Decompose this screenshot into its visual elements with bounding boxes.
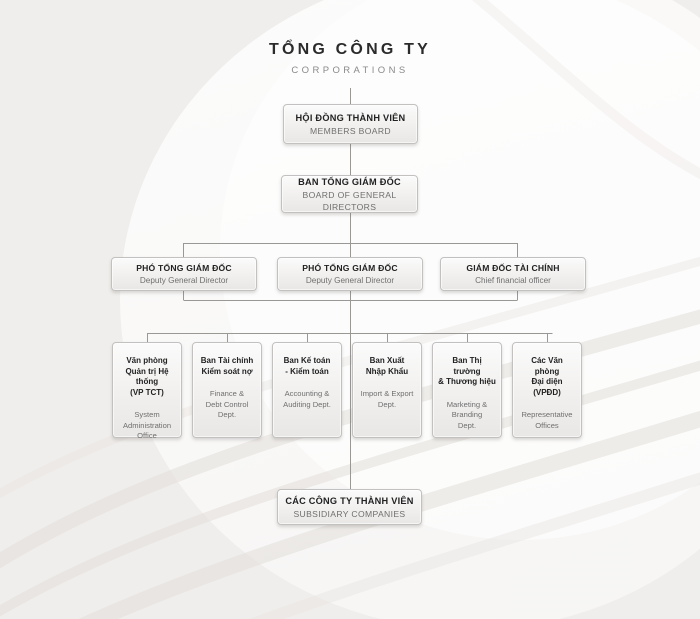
node-label-vi: BAN TỔNG GIÁM ĐỐC (298, 176, 401, 187)
node-deputy-general-director-2[interactable]: PHÓ TỔNG GIÁM ĐỐC Deputy General Directo… (277, 257, 423, 291)
node-label-vi: GIÁM ĐỐC TÀI CHÍNH (466, 262, 560, 273)
page-subtitle: CORPORATIONS (291, 65, 409, 76)
node-label-en: BOARD OF GENERAL DIRECTORS (302, 189, 397, 212)
node-chief-financial-officer[interactable]: GIÁM ĐỐC TÀI CHÍNH Chief financial offic… (440, 257, 586, 291)
node-label-vi: PHÓ TỔNG GIÁM ĐỐC (136, 262, 232, 273)
node-label-en: Deputy General Director (139, 275, 229, 285)
node-label-en: MEMBERS BOARD (310, 125, 391, 136)
node-label-vi: CÁC CÔNG TY THÀNH VIÊN (285, 495, 414, 506)
node-members-board[interactable]: HỘI ĐỒNG THÀNH VIÊN MEMBERS BOARD (283, 104, 418, 144)
chart-title-block: TỔNG CÔNG TY CORPORATIONS (0, 40, 700, 79)
node-board-of-general-directors[interactable]: BAN TỔNG GIÁM ĐỐC BOARD OF GENERAL DIREC… (281, 175, 418, 213)
node-label-vi: HỘI ĐỒNG THÀNH VIÊN (295, 112, 406, 123)
node-label-vi: Ban Kế toán- Kiểm toán (283, 356, 331, 376)
node-label-en: Deputy General Director (305, 275, 395, 285)
node-deputy-general-director-1[interactable]: PHÓ TỔNG GIÁM ĐỐC Deputy General Directo… (111, 257, 257, 291)
node-subsidiary-companies[interactable]: CÁC CÔNG TY THÀNH VIÊN SUBSIDIARY COMPAN… (277, 489, 422, 525)
page-title: TỔNG CÔNG TY (269, 41, 431, 58)
node-label-vi: PHÓ TỔNG GIÁM ĐỐC (302, 262, 398, 273)
node-label-en: Chief financial officer (475, 275, 551, 285)
node-label-vi: Ban Thị trường& Thương hiệu (438, 356, 496, 386)
node-label-en: Accounting &Auditing Dept. (283, 389, 331, 409)
node-label-en: SUBSIDIARY COMPANIES (293, 508, 406, 519)
